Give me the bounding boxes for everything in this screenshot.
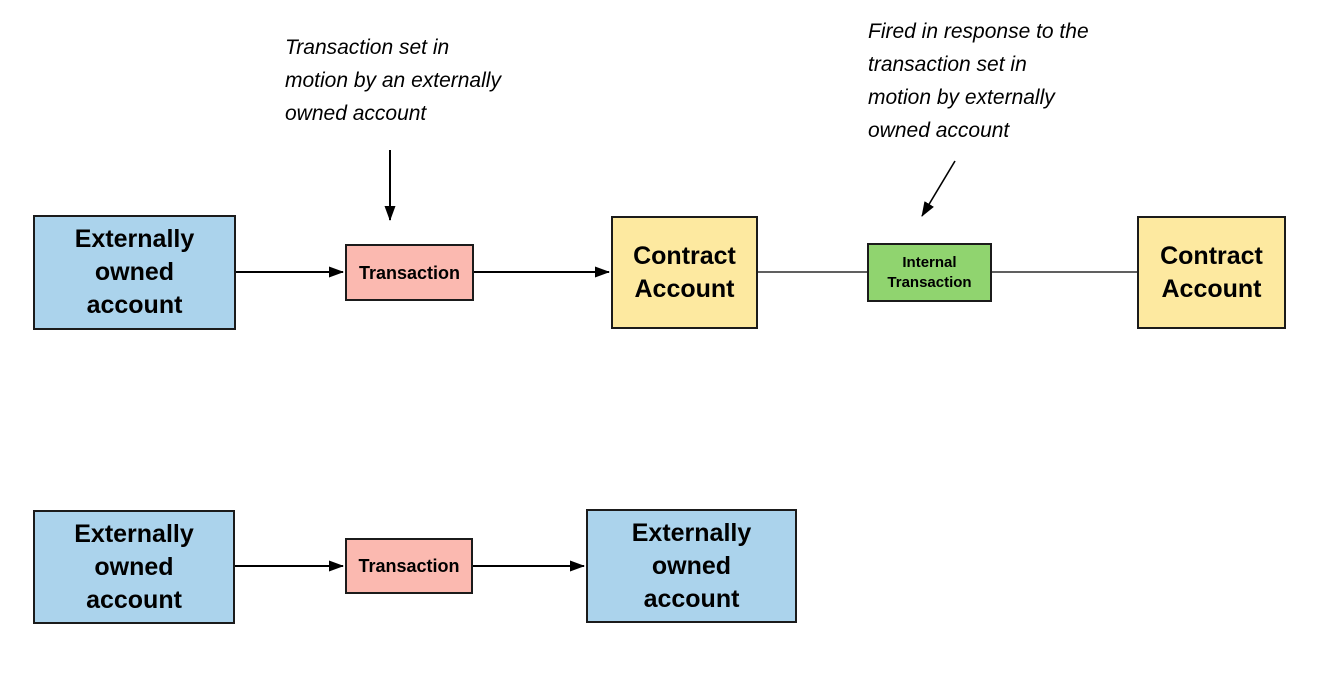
node-label: Externally owned account bbox=[631, 518, 752, 613]
node-label: Transaction bbox=[358, 556, 460, 576]
node-externally-owned-account-bottom-right: Externally owned account bbox=[586, 509, 797, 623]
node-label: Externally owned account bbox=[74, 225, 195, 319]
node-contract-account-right: Contract Account bbox=[1137, 216, 1286, 329]
node-externally-owned-account-top: Externally owned account bbox=[33, 215, 236, 330]
node-externally-owned-account-bottom-left: Externally owned account bbox=[33, 510, 235, 624]
node-label: Internal Transaction bbox=[887, 253, 972, 291]
node-label: Contract Account bbox=[633, 241, 736, 303]
node-contract-account-left: Contract Account bbox=[611, 216, 758, 329]
node-label: Transaction bbox=[358, 262, 461, 283]
arrow-annotation-internal bbox=[921, 160, 956, 217]
annotation-internal-note: Fired in response to the transaction set… bbox=[868, 20, 1089, 142]
node-transaction-bottom: Transaction bbox=[345, 538, 473, 594]
node-label: Contract Account bbox=[1160, 241, 1263, 303]
node-transaction-top: Transaction bbox=[345, 244, 474, 301]
node-label: Externally owned account bbox=[74, 519, 194, 614]
node-internal-transaction: Internal Transaction bbox=[867, 243, 992, 302]
annotation-transaction-note: Transaction set in motion by an external… bbox=[285, 36, 501, 125]
